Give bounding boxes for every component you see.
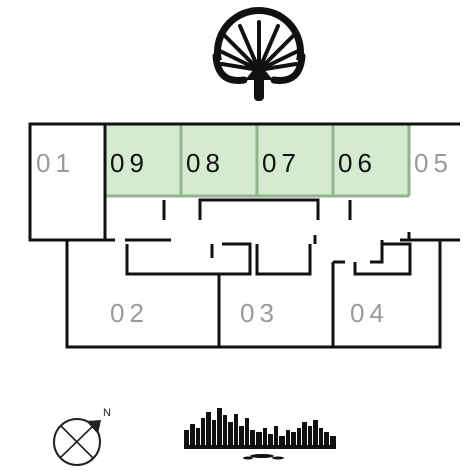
unit-label-01[interactable]: 01 [36, 148, 75, 178]
unit-label-06[interactable]: 06 [338, 148, 377, 178]
unit-label-05[interactable]: 05 [414, 148, 453, 178]
floor-plan-walls [28, 122, 460, 349]
unit-label-04[interactable]: 04 [350, 298, 389, 328]
north-label: N [103, 407, 111, 419]
unit-label-07[interactable]: 07 [262, 148, 301, 178]
unit-label-03[interactable]: 03 [240, 298, 279, 328]
unit-08-fill[interactable] [181, 124, 257, 196]
unit-label-09[interactable]: 09 [110, 148, 149, 178]
compass-icon [53, 418, 101, 466]
unit-06-fill[interactable] [333, 124, 409, 196]
unit-label-02[interactable]: 02 [110, 298, 149, 328]
unit-labels: 01 09 08 07 06 05 02 03 04 [36, 148, 453, 328]
unit-07-fill[interactable] [257, 124, 333, 196]
unit-label-08[interactable]: 08 [186, 148, 225, 178]
unit-09-fill[interactable] [105, 124, 181, 196]
city-skyline-icon [184, 408, 336, 460]
palm-tree-logo-icon [209, 7, 309, 105]
highlight-fills [105, 124, 411, 198]
